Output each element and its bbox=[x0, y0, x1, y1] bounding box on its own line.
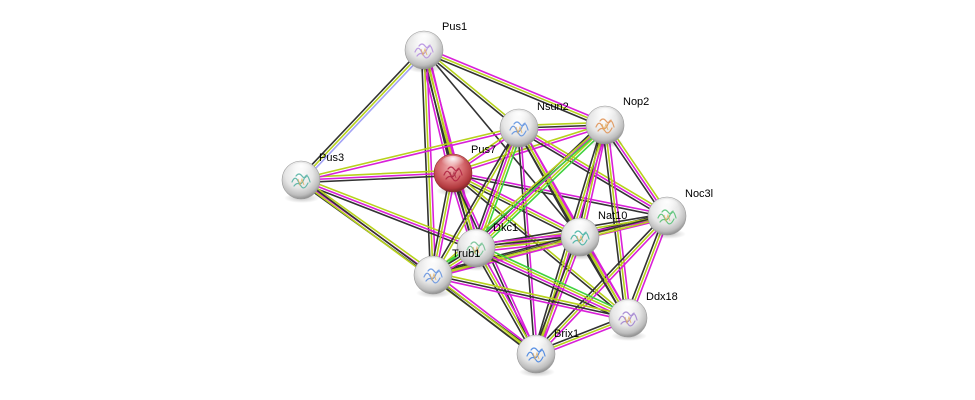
edge-pus1-nop2[interactable] bbox=[422, 46, 607, 129]
edge-line-textmining bbox=[423, 49, 606, 126]
node-noc3l[interactable]: Noc3l bbox=[647, 188, 713, 239]
edge-line-databases bbox=[476, 243, 631, 316]
edge-line-coexpression bbox=[451, 174, 580, 241]
edge-line-textmining bbox=[535, 215, 668, 355]
node-label: Noc3l bbox=[685, 188, 713, 200]
edge-pus3-dkc1[interactable] bbox=[299, 176, 478, 252]
node-highlight bbox=[655, 198, 679, 214]
node-highlight bbox=[507, 110, 531, 126]
edge-line-textmining bbox=[433, 127, 521, 277]
node-dkc1[interactable]: Dkc1 bbox=[456, 222, 518, 271]
edge-line-experiments bbox=[474, 248, 629, 320]
edge-line-databases bbox=[477, 127, 609, 252]
edge-line-coexpression bbox=[431, 233, 581, 274]
edge-line-coexpression bbox=[300, 174, 454, 184]
edge-line-textmining bbox=[300, 49, 425, 181]
edge-line-experiments bbox=[300, 172, 454, 181]
node-highlight bbox=[289, 162, 313, 178]
edge-line-coexpression bbox=[422, 50, 519, 130]
node-highlight bbox=[616, 300, 640, 316]
node-nop2[interactable]: Nop2 bbox=[585, 96, 649, 148]
edge-line-experiments bbox=[425, 49, 437, 276]
edge-pus1-nat10[interactable] bbox=[423, 49, 581, 238]
edge-line-experiments bbox=[300, 179, 477, 249]
node-brix1[interactable]: Brix1 bbox=[516, 328, 579, 377]
edge-line-experiments bbox=[537, 216, 670, 357]
edge-line-textmining bbox=[432, 274, 537, 355]
node-pus3[interactable]: Pus3 bbox=[281, 152, 344, 203]
edge-line-coexpression bbox=[423, 49, 581, 238]
edge-line-experiments bbox=[424, 46, 607, 124]
edge-pus3-pus7[interactable] bbox=[300, 169, 454, 184]
node-highlight bbox=[568, 219, 592, 235]
node-nat10[interactable]: Nat10 bbox=[560, 210, 627, 260]
edge-line-textmining bbox=[476, 125, 607, 250]
edge-line-textmining bbox=[301, 177, 436, 274]
edge-line-coexpression bbox=[420, 49, 432, 276]
node-label: Nat10 bbox=[598, 210, 627, 222]
edge-trub1-ddx18[interactable] bbox=[431, 271, 630, 322]
edge-nsun2-trub1[interactable] bbox=[431, 126, 521, 277]
edge-pus1-trub1[interactable] bbox=[420, 49, 437, 276]
node-trub1[interactable]: Trub1 bbox=[413, 248, 480, 298]
edge-line-coexpression bbox=[432, 274, 629, 319]
node-highlight bbox=[412, 32, 436, 48]
edge-noc3l-brix1[interactable] bbox=[533, 213, 670, 357]
edge-nop2-dkc1[interactable] bbox=[472, 121, 609, 252]
edge-line-coexpression bbox=[533, 213, 666, 354]
node-highlight bbox=[524, 336, 548, 352]
node-highlight bbox=[421, 257, 445, 273]
node-label: Pus7 bbox=[471, 144, 496, 156]
node-ddx18[interactable]: Ddx18 bbox=[608, 291, 678, 341]
edge-line-experiments bbox=[453, 171, 538, 355]
node-pus1[interactable]: Pus1 bbox=[404, 21, 467, 73]
node-highlight bbox=[464, 230, 488, 246]
edge-pus1-pus3[interactable] bbox=[298, 47, 427, 183]
node-label: Pus1 bbox=[442, 21, 467, 33]
edge-line-coexpression bbox=[298, 47, 423, 180]
edge-line-experiments bbox=[474, 123, 605, 248]
node-pus7[interactable]: Pus7 bbox=[433, 144, 496, 196]
edge-line-textmining bbox=[424, 48, 521, 128]
edge-line-textmining bbox=[475, 246, 630, 318]
edge-line-homology bbox=[302, 50, 427, 183]
node-label: Pus3 bbox=[319, 152, 344, 164]
edge-line-coexpression bbox=[299, 181, 476, 252]
edge-line-textmining bbox=[299, 125, 520, 180]
node-highlight bbox=[441, 155, 465, 171]
edge-line-textmining bbox=[432, 236, 581, 276]
node-label: Brix1 bbox=[554, 328, 579, 340]
edge-line-textmining bbox=[423, 49, 434, 276]
edge-line-textmining bbox=[432, 271, 630, 317]
node-nsun2[interactable]: Nsun2 bbox=[499, 101, 569, 151]
node-label: Dkc1 bbox=[493, 222, 518, 234]
edge-line-experiments bbox=[300, 128, 521, 183]
edge-line-coexpression bbox=[431, 126, 519, 276]
edge-line-textmining bbox=[301, 176, 478, 247]
edge-pus3-nsun2[interactable] bbox=[299, 125, 521, 183]
edge-line-coexpression bbox=[422, 51, 605, 129]
node-label: Nop2 bbox=[623, 96, 649, 108]
edge-pus1-nsun2[interactable] bbox=[422, 48, 521, 130]
node-label: Ddx18 bbox=[646, 291, 678, 303]
node-highlight bbox=[593, 107, 617, 123]
edge-line-coexpression bbox=[472, 121, 604, 246]
edge-line-experiments bbox=[431, 276, 629, 322]
edge-line-textmining bbox=[300, 169, 454, 179]
edge-line-experiments bbox=[433, 272, 539, 353]
node-label: Nsun2 bbox=[537, 101, 569, 113]
node-label: Trub1 bbox=[452, 248, 480, 260]
